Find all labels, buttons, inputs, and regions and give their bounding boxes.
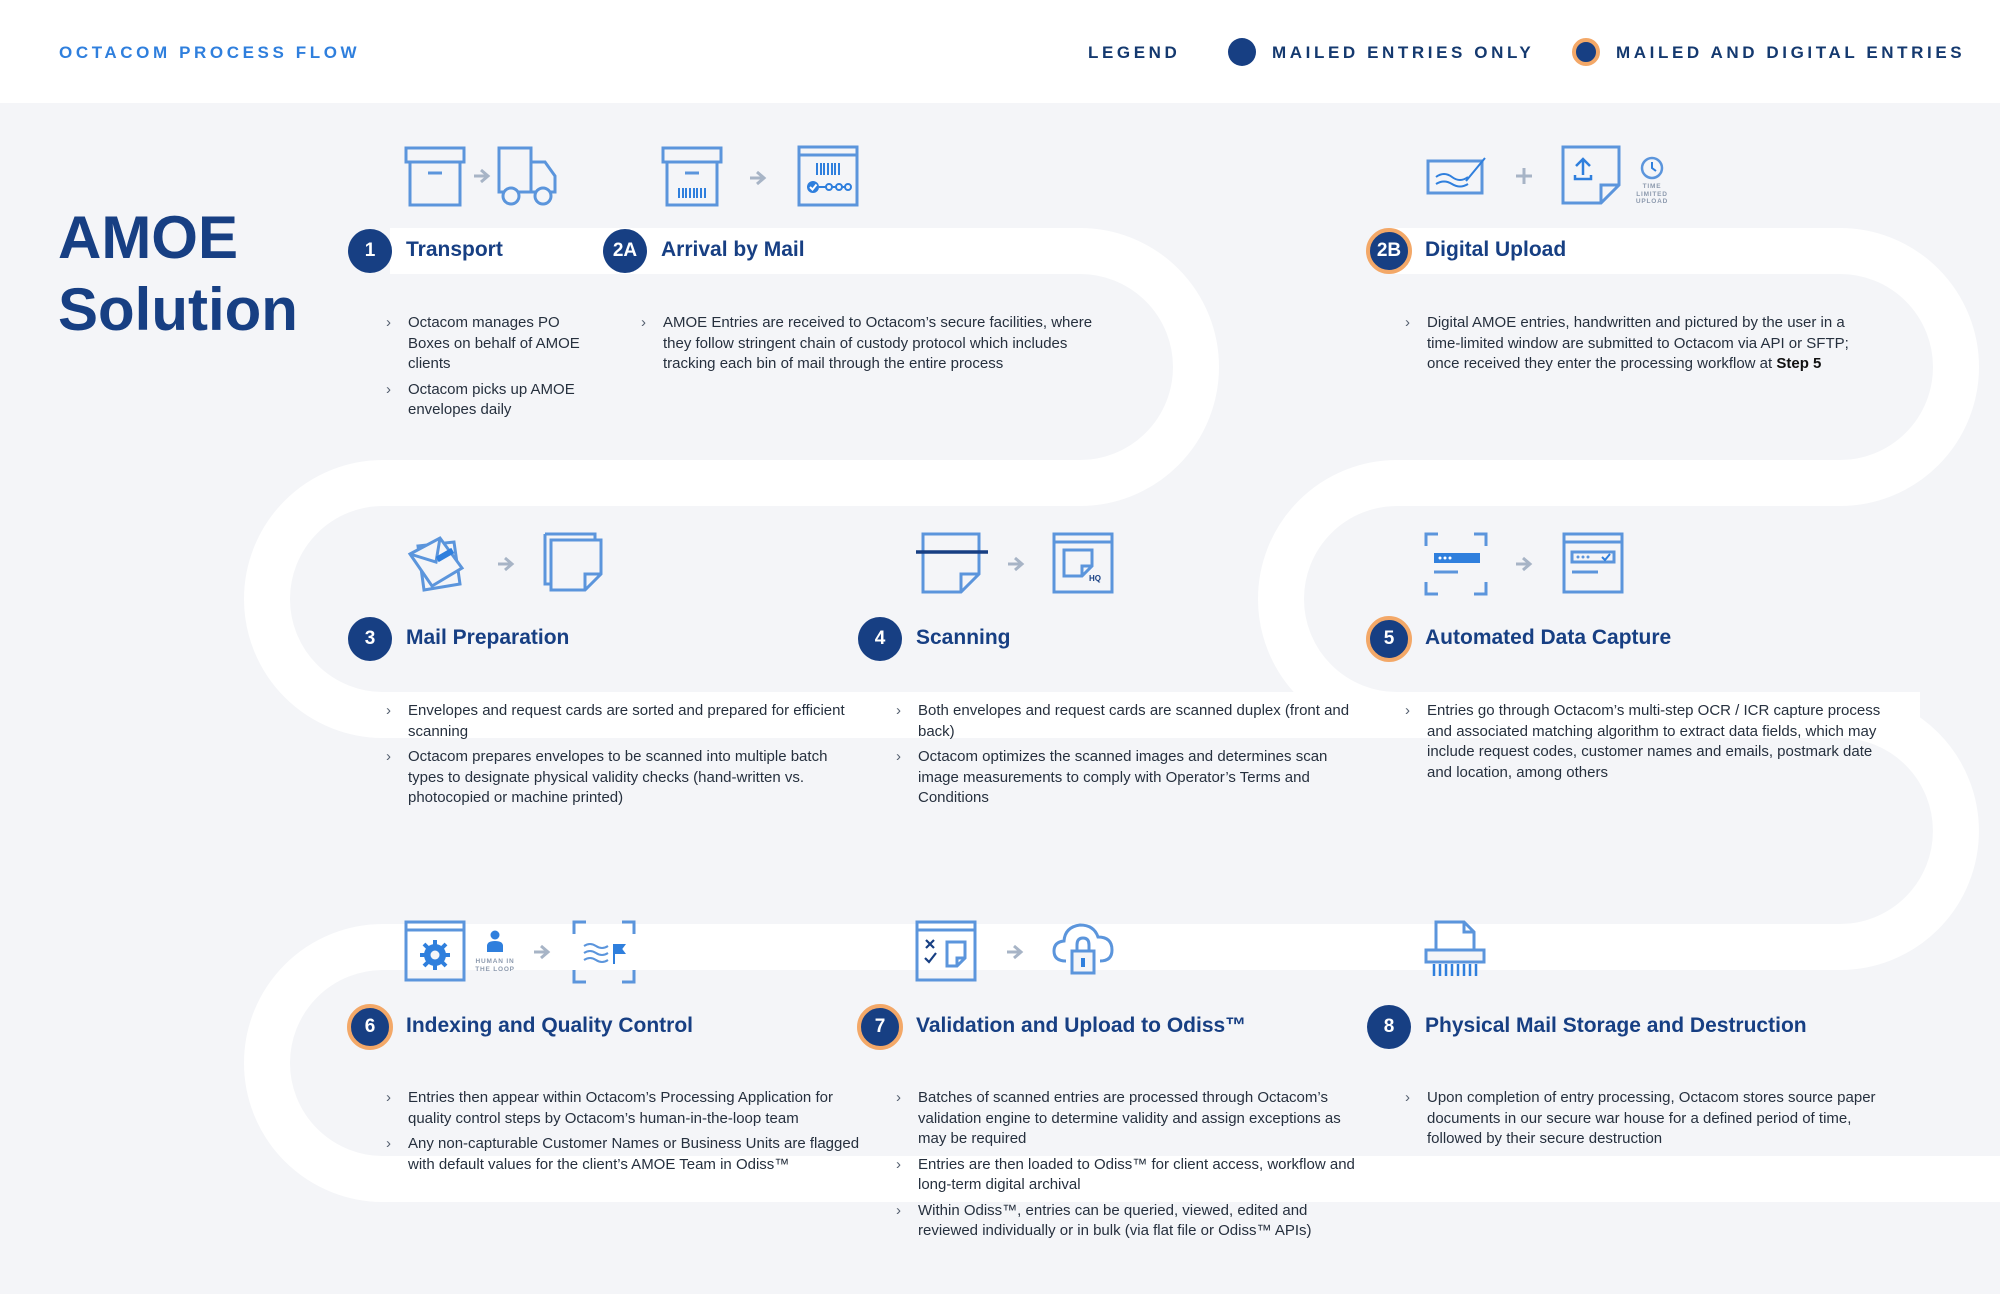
- signature-card-icon: [1426, 157, 1486, 195]
- person-icon: [487, 930, 503, 952]
- list-item: Octacom optimizes the scanned images and…: [896, 747, 1357, 809]
- list-item: Any non-capturable Customer Names or Bus…: [386, 1134, 872, 1175]
- hq-image-icon: [1052, 532, 1114, 594]
- gear-window-icon: [404, 920, 466, 982]
- data-window-icon: [1562, 532, 1624, 594]
- arrow-icon: [1516, 556, 1533, 572]
- legend-mailed-only-dot: [1228, 38, 1256, 66]
- hq-label: HQ: [1089, 574, 1101, 583]
- step-2b-badge: 2B: [1366, 228, 1412, 274]
- capture-frame-icon: [572, 920, 636, 984]
- step-1-title: Transport: [406, 238, 503, 261]
- step-4-bullets: Both envelopes and request cards are sca…: [896, 701, 1357, 814]
- scanner-icon: [916, 532, 988, 594]
- list-item: Entries go through Octacom’s multi-step …: [1405, 701, 1891, 783]
- page-title-line2: Solution: [58, 276, 298, 343]
- upload-document-icon: [1561, 145, 1621, 205]
- step-2a-badge: 2A: [603, 229, 647, 273]
- list-item: Octacom prepares envelopes to be scanned…: [386, 747, 862, 809]
- step-2b-bullet-text: Digital AMOE entries, handwritten and pi…: [1427, 314, 1849, 372]
- step-2b-title: Digital Upload: [1425, 238, 1567, 261]
- cloud-lock-icon: [1052, 923, 1114, 975]
- barcode-box-icon: [661, 146, 723, 207]
- step-2b-bullets: Digital AMOE entries, handwritten and pi…: [1405, 313, 1881, 380]
- step-8-badge: 8: [1367, 1005, 1411, 1049]
- clock-icon: [1640, 156, 1664, 180]
- header-bar: OCTACOM PROCESS FLOW LEGEND MAILED ENTRI…: [0, 0, 2000, 103]
- shredder-icon: [1424, 920, 1486, 976]
- list-item: Both envelopes and request cards are sca…: [896, 701, 1357, 742]
- step-5-badge: 5: [1366, 616, 1412, 662]
- arrow-icon: [1008, 556, 1025, 572]
- box-icon: [404, 146, 466, 207]
- step-6-bullets: Entries then appear within Octacom’s Pro…: [386, 1088, 872, 1180]
- list-item: AMOE Entries are received to Octacom’s s…: [641, 313, 1097, 375]
- legend-mailed-digital: MAILED AND DIGITAL ENTRIES: [1616, 43, 1966, 62]
- list-item: Entries are then loaded to Odiss™ for cl…: [896, 1155, 1367, 1196]
- list-item: Octacom picks up AMOE envelopes daily: [386, 380, 592, 421]
- human-in-the-loop-label: HUMAN IN THE LOOP: [475, 958, 515, 973]
- step-2a-title: Arrival by Mail: [661, 238, 805, 261]
- list-item: Envelopes and request cards are sorted a…: [386, 701, 862, 742]
- step-8-bullets: Upon completion of entry processing, Oct…: [1405, 1088, 1881, 1155]
- arrow-icon: [750, 170, 767, 186]
- step-5-title: Automated Data Capture: [1425, 626, 1672, 649]
- step-4-badge: 4: [858, 617, 902, 661]
- ocr-frame-icon: [1424, 532, 1488, 596]
- arrow-icon: [1007, 944, 1024, 960]
- step-3-title: Mail Preparation: [406, 626, 570, 649]
- envelopes-icon: [407, 536, 465, 592]
- list-item: Digital AMOE entries, handwritten and pi…: [1405, 313, 1881, 375]
- arrow-icon: [498, 556, 515, 572]
- page-title-line1: AMOE: [58, 204, 238, 271]
- document-stack-icon: [543, 532, 603, 592]
- legend-mailed-digital-dot: [1572, 38, 1600, 66]
- arrow-icon: [534, 944, 551, 960]
- tracking-bin-icon: [797, 145, 859, 207]
- arrow-icon: [474, 168, 491, 184]
- brand-title: OCTACOM PROCESS FLOW: [59, 43, 361, 62]
- step-5-bullets: Entries go through Octacom’s multi-step …: [1405, 701, 1891, 788]
- step-6-badge: 6: [347, 1004, 393, 1050]
- truck-icon: [497, 146, 557, 206]
- step-8-title: Physical Mail Storage and Destruction: [1425, 1014, 1807, 1037]
- time-limited-upload-label: TIME LIMITED UPLOAD: [1635, 183, 1669, 205]
- list-item: Upon completion of entry processing, Oct…: [1405, 1088, 1881, 1150]
- step-4-title: Scanning: [916, 626, 1011, 649]
- step-3-bullets: Envelopes and request cards are sorted a…: [386, 701, 862, 814]
- checklist-window-icon: [915, 920, 977, 982]
- step-6-title: Indexing and Quality Control: [406, 1014, 694, 1037]
- legend-label: LEGEND: [1088, 43, 1181, 62]
- plus-icon: [1516, 168, 1532, 184]
- list-item: Entries then appear within Octacom’s Pro…: [386, 1088, 872, 1129]
- step-7-title: Validation and Upload to Odiss™: [916, 1014, 1247, 1037]
- step-1-bullets: Octacom manages PO Boxes on behalf of AM…: [386, 313, 592, 426]
- step-2a-bullets: AMOE Entries are received to Octacom’s s…: [641, 313, 1097, 380]
- list-item: Batches of scanned entries are processed…: [896, 1088, 1367, 1150]
- page-title: AMOE Solution: [58, 202, 298, 346]
- step-7-badge: 7: [857, 1004, 903, 1050]
- legend-mailed-only: MAILED ENTRIES ONLY: [1272, 43, 1535, 62]
- step-5-reference: Step 5: [1776, 355, 1822, 372]
- step-7-bullets: Batches of scanned entries are processed…: [896, 1088, 1367, 1247]
- step-3-badge: 3: [348, 617, 392, 661]
- step-1-badge: 1: [348, 229, 392, 273]
- list-item: Within Odiss™, entries can be queried, v…: [896, 1201, 1367, 1242]
- list-item: Octacom manages PO Boxes on behalf of AM…: [386, 313, 592, 375]
